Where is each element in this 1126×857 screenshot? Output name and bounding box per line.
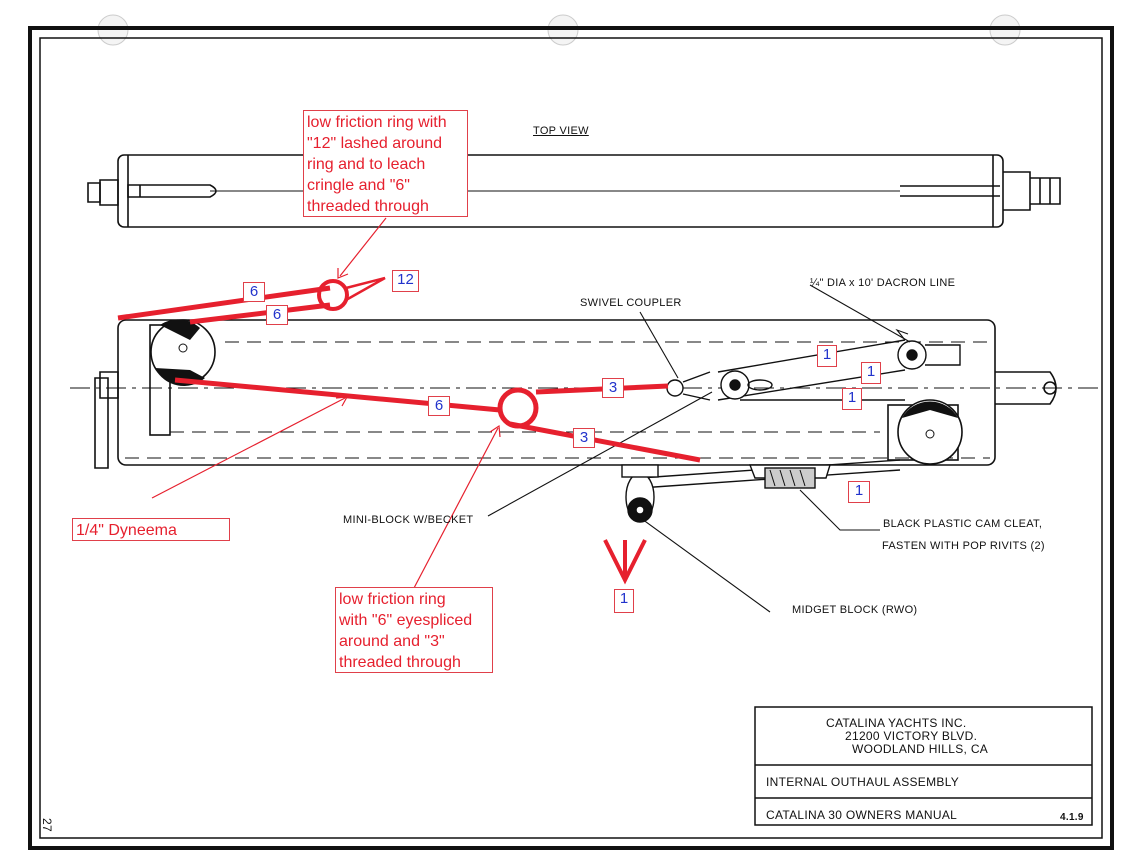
title-address-1: 21200 VICTORY BLVD. (845, 729, 978, 743)
tag-6-main: 6 (428, 396, 450, 416)
inner-border (39, 37, 1103, 839)
midget-block-label: MIDGET BLOCK (RWO) (792, 604, 918, 616)
left-sheave (150, 319, 216, 387)
top-view-boom (87, 154, 1061, 228)
mini-block-label: MINI-BLOCK W/BECKET (343, 514, 474, 526)
title-address-2: WOODLAND HILLS, CA (852, 742, 989, 756)
title-manual: CATALINA 30 OWNERS MANUAL (766, 808, 958, 822)
right-sheave (897, 399, 963, 465)
page-number: 27 (39, 818, 54, 832)
outer-border (28, 26, 1114, 850)
title-drawing-number: 4.1.9 (1060, 812, 1084, 823)
swivel-coupler-label: SWIVEL COUPLER (580, 297, 682, 309)
ring-top-note: low friction ring with "12" lashed aroun… (303, 110, 468, 217)
top-view-label: TOP VIEW (533, 125, 589, 137)
tag-3-lower: 3 (573, 428, 595, 448)
dyneema-note: 1/4" Dyneema (72, 518, 230, 541)
tag-6-lower: 6 (266, 305, 288, 325)
tag-1-bottom: 1 (614, 589, 634, 613)
tag-12: 12 (392, 270, 419, 292)
ring-bottom-note: low friction ring with "6" eyespliced ar… (335, 587, 493, 673)
tag-1-c: 1 (842, 388, 862, 410)
cam-cleat (748, 464, 831, 489)
tag-1-a: 1 (817, 345, 837, 367)
annotation-leaders (151, 217, 501, 589)
tag-1-d: 1 (848, 481, 870, 503)
title-assembly: INTERNAL OUTHAUL ASSEMBLY (766, 775, 960, 789)
title-block-frame (754, 706, 1093, 826)
cam-cleat-label-2: FASTEN WITH POP RIVITS (2) (882, 540, 1045, 552)
leader-lines (487, 284, 911, 613)
tag-3-upper: 3 (602, 378, 624, 398)
cam-cleat-label-1: BLACK PLASTIC CAM CLEAT, (883, 518, 1043, 530)
tag-6-upper: 6 (243, 282, 265, 302)
title-company: CATALINA YACHTS INC. (826, 716, 967, 730)
dacron-rigging (621, 339, 961, 523)
dacron-line-label: ¼" DIA x 10' DACRON LINE (810, 277, 956, 289)
tag-1-b: 1 (861, 362, 881, 384)
